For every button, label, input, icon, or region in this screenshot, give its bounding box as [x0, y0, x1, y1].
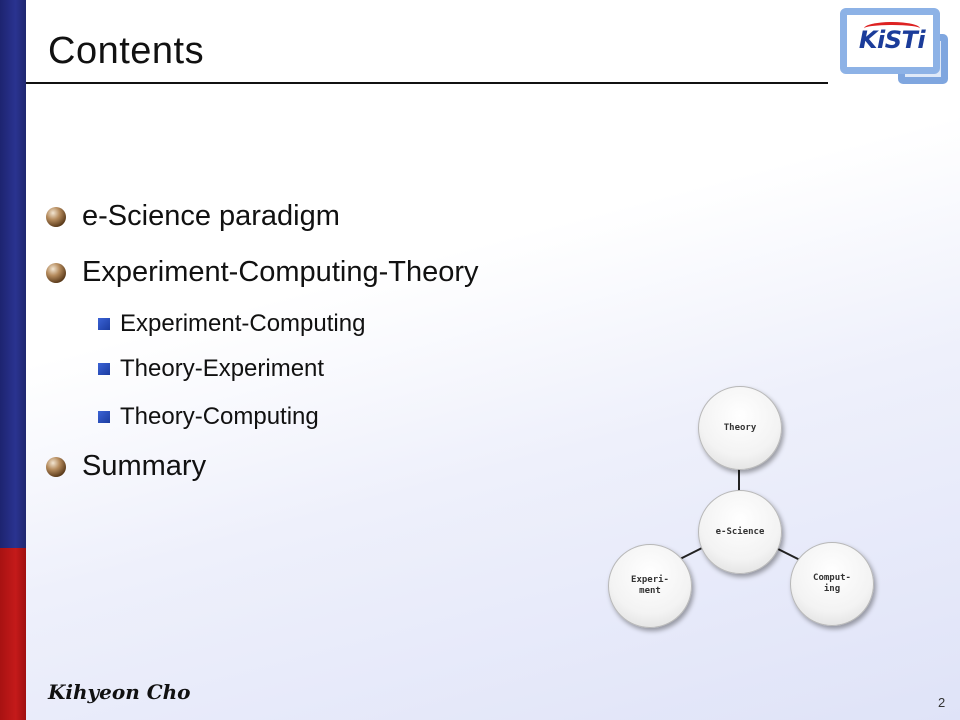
slide-title: Contents [48, 30, 205, 72]
page-number: 2 [938, 695, 946, 710]
bullet-label: Experiment-Computing-Theory [82, 256, 479, 288]
logo-front-square [840, 8, 940, 74]
sub-bullet-label: Theory-Experiment [120, 355, 325, 382]
node-theory: Theory [698, 386, 782, 470]
sphere-bullet-icon [46, 457, 66, 477]
sub-bullet-label: Theory-Computing [120, 403, 319, 430]
author-signature: Kihyeon Cho [48, 680, 191, 704]
sphere-bullet-icon [46, 207, 66, 227]
logo-text: KiSTi [858, 26, 926, 54]
bullet-label: Summary [82, 450, 207, 482]
square-bullet-icon [98, 363, 110, 375]
node-escience: e-Science [698, 490, 782, 574]
node-experiment: Experi- ment [608, 544, 692, 628]
square-bullet-icon [98, 411, 110, 423]
left-accent-bar-blue [0, 0, 26, 548]
left-accent-bar-red [0, 548, 26, 720]
logo-swoosh [864, 22, 920, 35]
title-underline [26, 82, 828, 84]
sub-bullet-label: Experiment-Computing [120, 310, 366, 337]
node-computing: Comput- ing [790, 542, 874, 626]
square-bullet-icon [98, 318, 110, 330]
bullet-label: e-Science paradigm [82, 200, 340, 232]
kisti-logo: KiSTi [836, 4, 952, 88]
escience-diagram: Theory e-Science Experi- ment Comput- in… [596, 378, 886, 640]
sphere-bullet-icon [46, 263, 66, 283]
